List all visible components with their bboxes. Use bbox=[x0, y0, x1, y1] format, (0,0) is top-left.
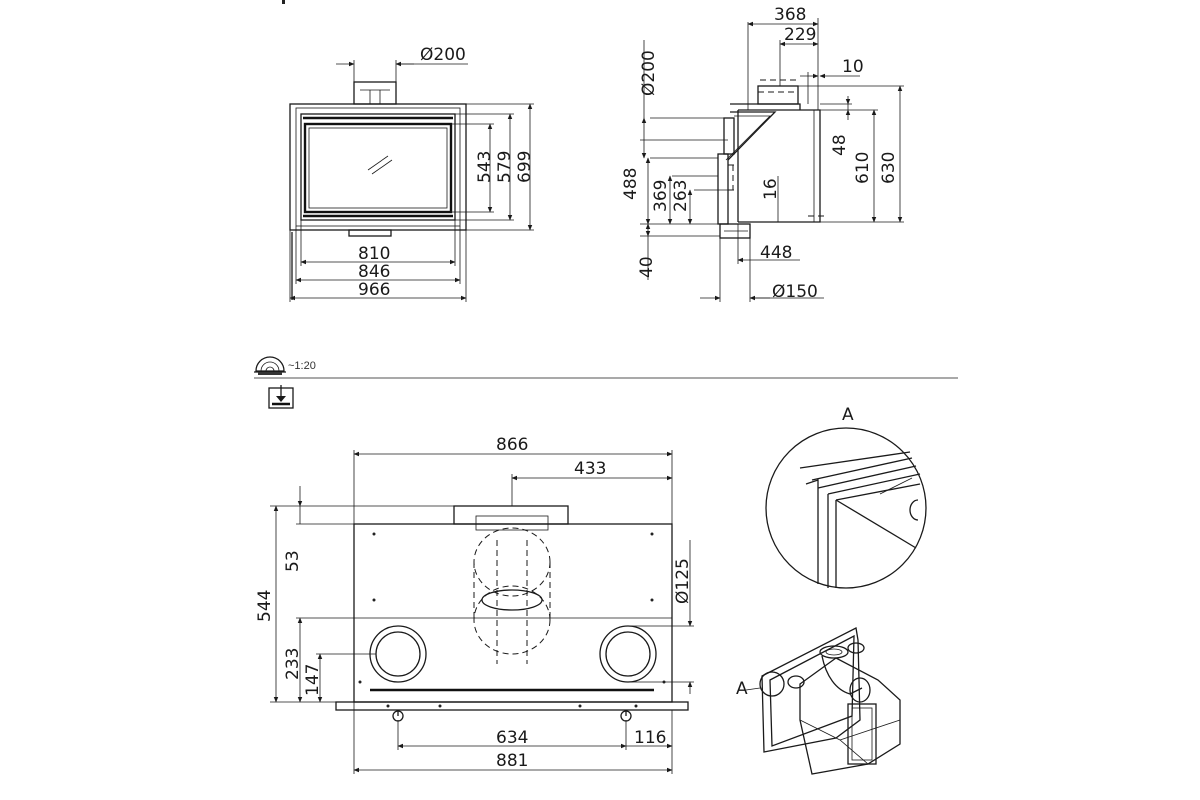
iso-view bbox=[745, 627, 901, 775]
plan-front-plate bbox=[335, 701, 689, 711]
dim-side-height-16: 16 bbox=[761, 178, 781, 200]
dim-side-height-630: 630 bbox=[879, 152, 899, 184]
dim-side-height-610: 610 bbox=[853, 152, 873, 184]
side-body bbox=[738, 109, 821, 223]
plan-top-collar bbox=[453, 505, 569, 525]
plan-view bbox=[270, 450, 694, 774]
detail-a-circle bbox=[765, 427, 927, 589]
plan-port-right bbox=[599, 625, 657, 683]
glass-glare bbox=[367, 155, 389, 171]
dim-side-height-488: 488 bbox=[621, 168, 641, 200]
crop-mark bbox=[282, 0, 285, 4]
dim-plan-width-881: 881 bbox=[496, 751, 528, 771]
dim-plan-depth-53: 53 bbox=[283, 550, 303, 572]
dim-side-inlet-diameter: Ø150 bbox=[772, 282, 818, 302]
door-frame bbox=[300, 113, 456, 221]
dim-plan-port-diameter: Ø125 bbox=[673, 558, 693, 604]
glass-inner bbox=[308, 127, 448, 209]
glass-panel bbox=[303, 122, 453, 214]
side-door bbox=[717, 153, 729, 225]
plan-port-left bbox=[369, 625, 427, 683]
dim-side-flue-diameter: Ø200 bbox=[639, 50, 659, 96]
bottom-tab bbox=[348, 229, 392, 237]
dim-side-height-369: 369 bbox=[651, 180, 671, 212]
dim-side-offset-top: 10 bbox=[842, 57, 864, 77]
dim-plan-half-433: 433 bbox=[574, 459, 606, 479]
flue-collar bbox=[353, 81, 397, 105]
detail-label-top: A bbox=[842, 405, 854, 425]
dim-front-height-frame: 579 bbox=[495, 151, 515, 183]
scale-icon bbox=[254, 356, 286, 375]
dim-plan-offset-116: 116 bbox=[634, 728, 666, 748]
plan-flue-upper bbox=[473, 527, 551, 597]
dim-front-width-glass: 810 bbox=[358, 244, 390, 264]
dim-plan-width-866: 866 bbox=[496, 435, 528, 455]
plan-view-icon bbox=[268, 385, 294, 409]
dim-front-height-total: 699 bbox=[515, 151, 535, 183]
dim-side-height-263: 263 bbox=[671, 180, 691, 212]
dim-side-depth-total: 368 bbox=[774, 5, 806, 25]
dim-side-height-40: 40 bbox=[637, 256, 657, 278]
side-view bbox=[640, 18, 904, 302]
dim-side-height-48: 48 bbox=[830, 134, 850, 156]
side-slope bbox=[727, 111, 777, 161]
dim-front-flue-diameter: Ø200 bbox=[420, 45, 466, 65]
side-inlet bbox=[719, 223, 751, 239]
glass-glare bbox=[371, 159, 393, 175]
dim-plan-depth-233: 233 bbox=[283, 648, 303, 680]
front-view bbox=[289, 60, 534, 302]
plan-flue-lower bbox=[473, 585, 551, 655]
front-inner-frame bbox=[295, 107, 461, 227]
dim-plan-depth-544: 544 bbox=[255, 590, 275, 622]
dim-front-width-frame: 846 bbox=[358, 262, 390, 282]
dim-plan-spacing-634: 634 bbox=[496, 728, 528, 748]
dim-side-depth-flue: 229 bbox=[784, 25, 816, 45]
dim-side-depth-bottom: 448 bbox=[760, 243, 792, 263]
dim-front-height-glass: 543 bbox=[475, 151, 495, 183]
dim-plan-depth-147: 147 bbox=[303, 664, 323, 696]
dim-front-width-total: 966 bbox=[358, 280, 390, 300]
detail-label-iso: A bbox=[736, 679, 748, 699]
scale-label: ~1:20 bbox=[288, 360, 316, 372]
side-flue-collar bbox=[757, 85, 799, 105]
